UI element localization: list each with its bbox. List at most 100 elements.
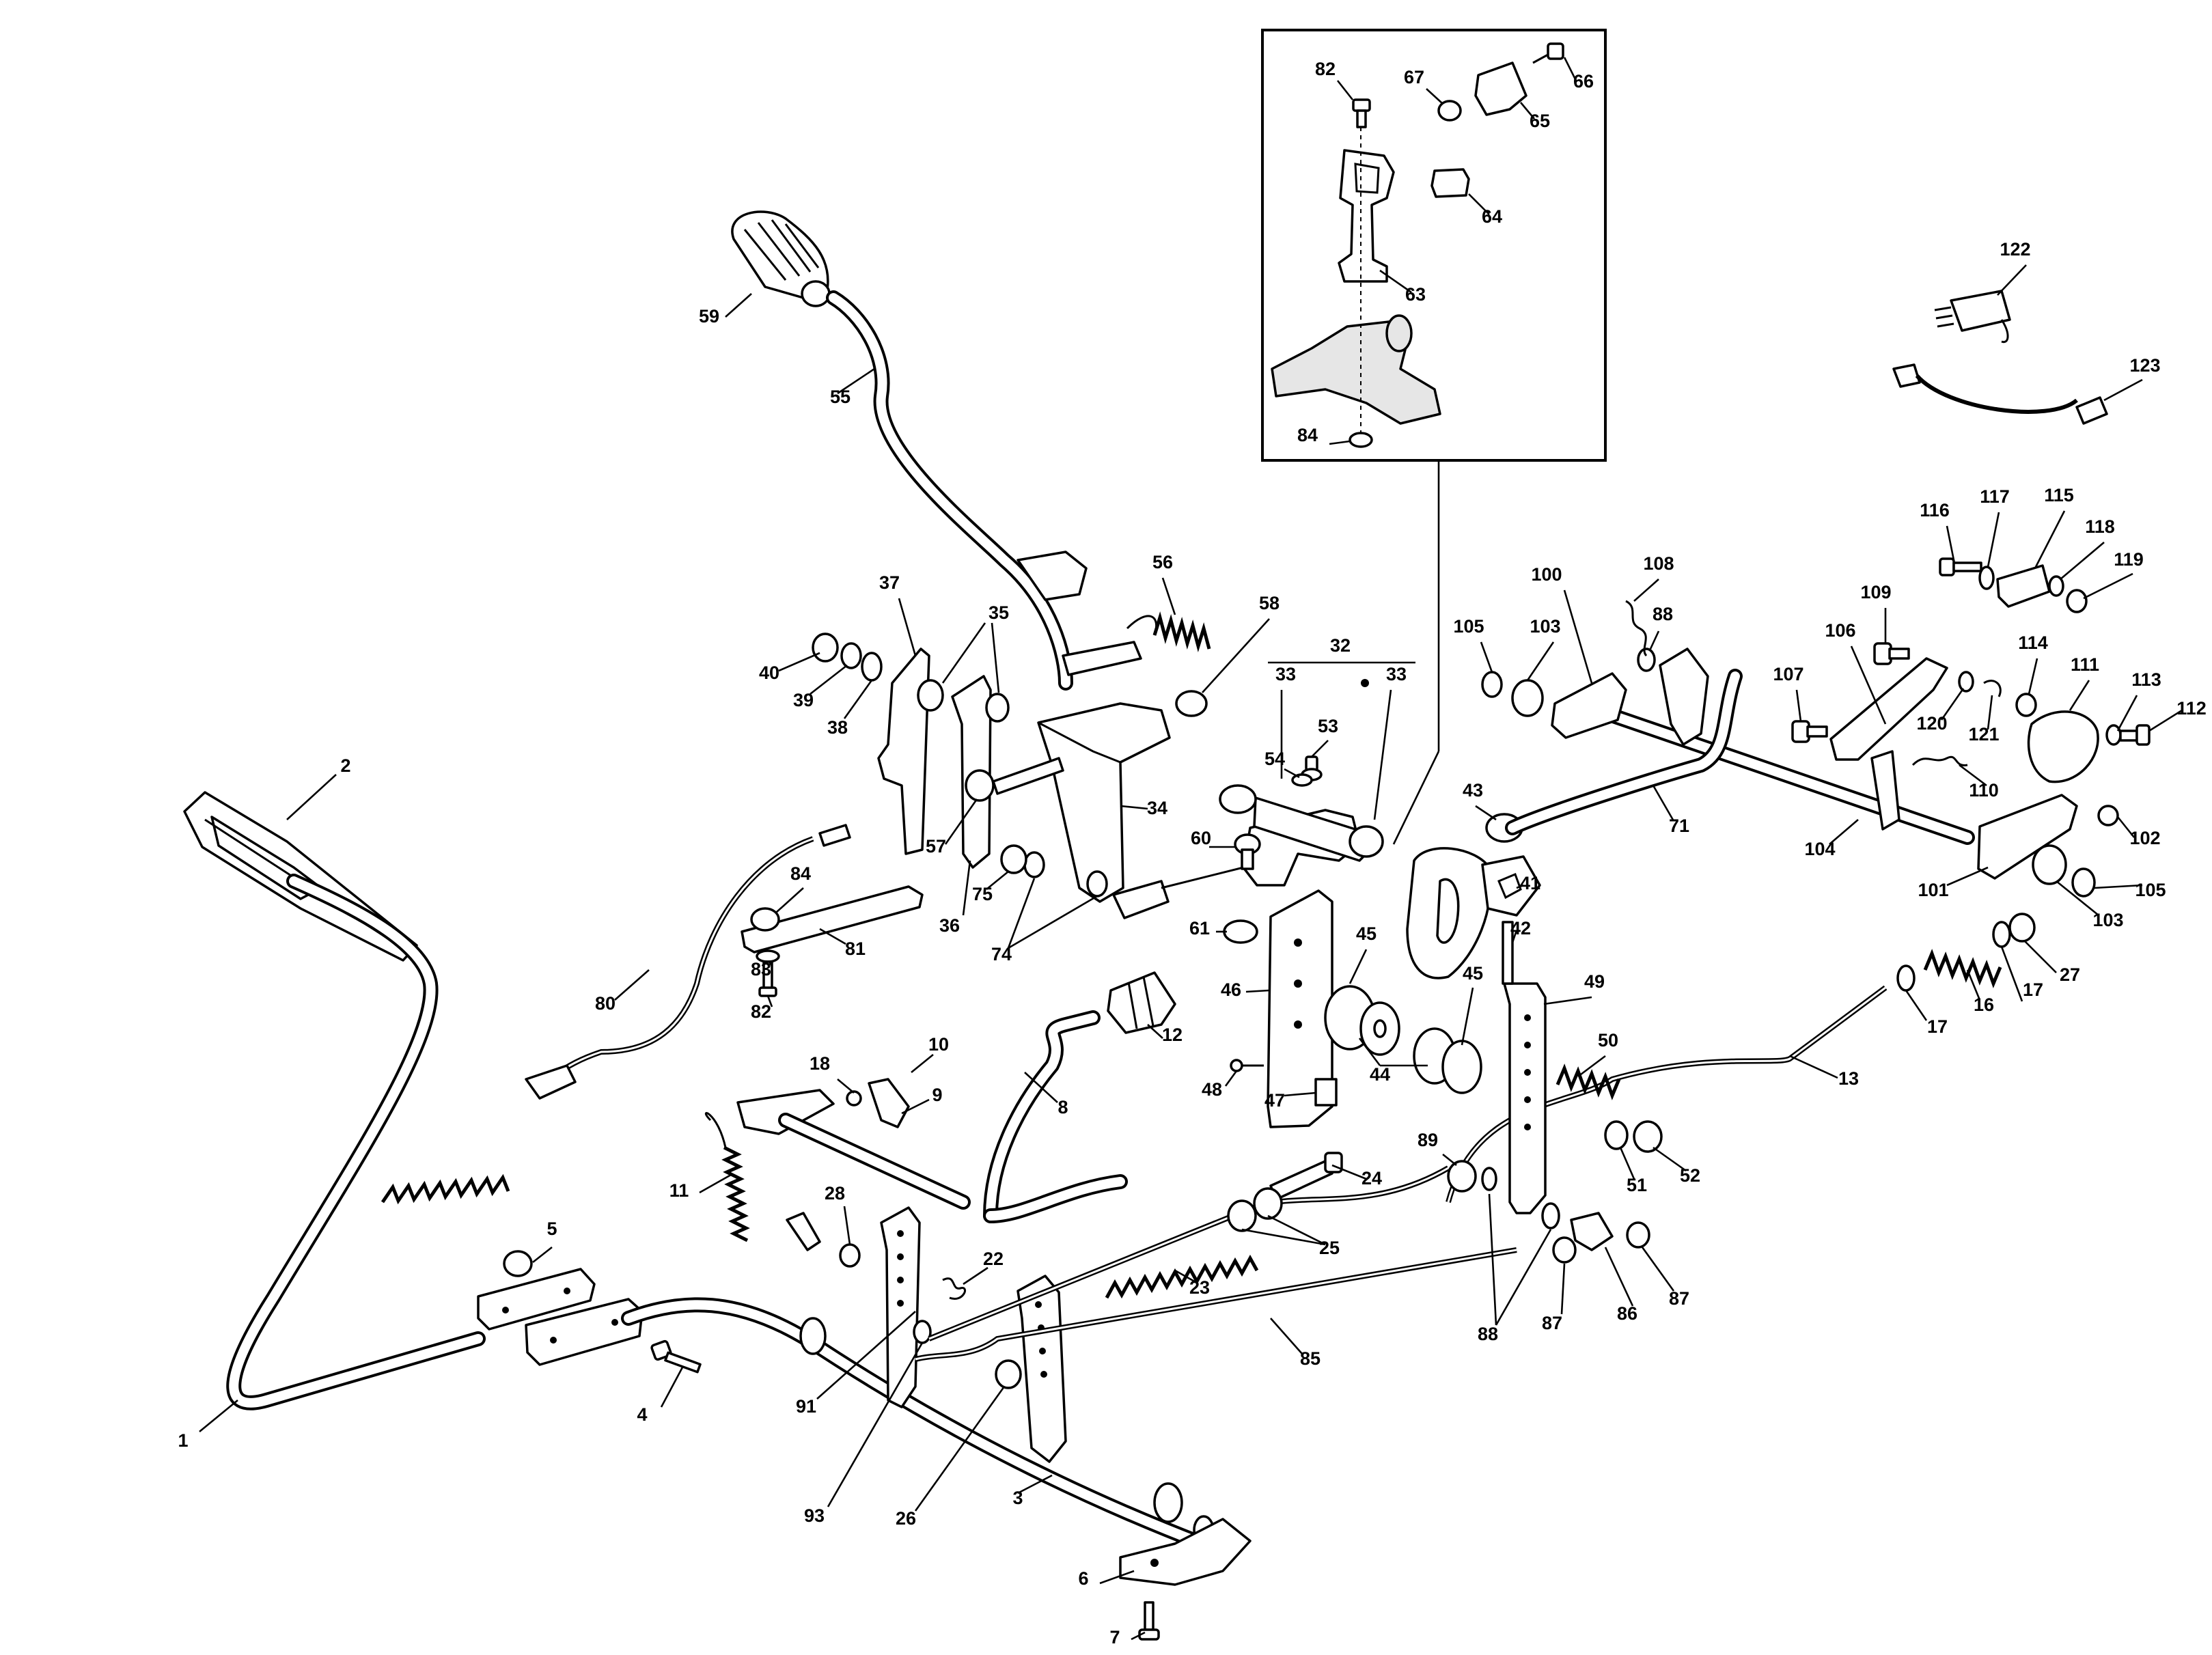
pin-26 — [995, 1359, 1022, 1389]
callout-54: 54 — [1264, 749, 1285, 769]
bracket-106b — [1870, 750, 1900, 831]
washer-74b — [1086, 870, 1108, 898]
callout-121: 121 — [1968, 724, 1999, 745]
callout-26: 26 — [896, 1508, 916, 1529]
nut-52 — [1633, 1120, 1663, 1153]
callout-8: 8 — [1057, 1097, 1068, 1117]
nut-114 — [2015, 693, 2037, 717]
callout-41: 41 — [1520, 873, 1540, 893]
callout-52: 52 — [1680, 1165, 1700, 1186]
plate-1-bracket — [477, 1268, 596, 1331]
callout-2: 2 — [340, 755, 350, 776]
callout-53: 53 — [1318, 716, 1338, 736]
callout-84: 84 — [790, 863, 811, 884]
nut-87a — [1552, 1236, 1577, 1264]
callout-111: 111 — [2071, 654, 2099, 675]
bracket-81 — [741, 885, 924, 954]
callout-7: 7 — [1109, 1627, 1120, 1647]
washer-117 — [1978, 566, 1995, 590]
nut-27 — [2008, 913, 2036, 943]
spring-108 — [1625, 600, 1648, 657]
plate-101 — [1977, 794, 2078, 880]
callout-23: 23 — [1189, 1277, 1210, 1298]
callout-50: 50 — [1598, 1030, 1618, 1051]
callout-84: 84 — [1297, 425, 1318, 445]
bolt-116 — [1939, 557, 1982, 576]
spring-110 — [1911, 755, 1968, 766]
callout-82: 82 — [1315, 59, 1336, 79]
callout-43: 43 — [1463, 780, 1483, 801]
callout-51: 51 — [1627, 1175, 1647, 1195]
callout-85: 85 — [1300, 1348, 1321, 1369]
callout-102: 102 — [2129, 828, 2160, 848]
bolt-60 — [1234, 833, 1261, 870]
callout-57: 57 — [926, 836, 946, 857]
callout-12: 12 — [1162, 1025, 1183, 1045]
callout-38: 38 — [827, 717, 848, 738]
callout-56: 56 — [1152, 552, 1173, 572]
knob-59 — [731, 210, 831, 307]
tube-55 — [1062, 641, 1142, 676]
callout-42: 42 — [1510, 918, 1531, 938]
callout-87: 87 — [1542, 1313, 1562, 1333]
callout-18: 18 — [810, 1053, 830, 1074]
callout-104: 104 — [1804, 839, 1835, 859]
callout-37: 37 — [879, 572, 900, 593]
spring-80 — [381, 1173, 510, 1205]
callout-65: 65 — [1530, 111, 1550, 131]
callout-9: 9 — [932, 1085, 942, 1105]
callout-74: 74 — [991, 944, 1012, 964]
washer-105a — [1481, 671, 1503, 698]
callout-22: 22 — [983, 1249, 1004, 1269]
callout-6: 6 — [1078, 1568, 1088, 1589]
callout-28: 28 — [825, 1183, 845, 1204]
callout-27: 27 — [2060, 964, 2080, 985]
callout-88: 88 — [1653, 604, 1673, 624]
callout-120: 120 — [1916, 713, 1947, 734]
bushing-33a — [1219, 784, 1257, 814]
callout-67: 67 — [1404, 67, 1424, 87]
callout-60: 60 — [1191, 828, 1211, 848]
nut-58 — [1175, 690, 1208, 717]
washer-88a — [1481, 1167, 1497, 1191]
callout-81: 81 — [845, 938, 866, 959]
spring-23 — [1105, 1254, 1259, 1299]
callout-11: 11 — [669, 1180, 689, 1201]
callout-64: 64 — [1482, 206, 1502, 227]
callout-118: 118 — [2085, 516, 2115, 537]
plate-100 — [1551, 672, 1627, 739]
callout-17: 17 — [2023, 979, 2043, 1000]
callout-10: 10 — [928, 1034, 949, 1055]
spring-11 — [721, 1145, 750, 1242]
label-32-bar — [1268, 661, 1415, 820]
bolt-102 — [2097, 805, 2119, 826]
cam-111 — [2027, 710, 2099, 783]
callout-45: 45 — [1463, 963, 1483, 984]
washer-35b — [985, 693, 1010, 723]
callout-3: 3 — [1012, 1488, 1023, 1508]
callout-113: 113 — [2131, 669, 2161, 690]
washer-105b — [2071, 867, 2096, 898]
bracket-65 — [1474, 61, 1527, 116]
washer-17a — [1896, 964, 1916, 992]
washer-51 — [1604, 1120, 1629, 1150]
plate-93 — [880, 1206, 921, 1408]
callout-89: 89 — [1418, 1130, 1438, 1150]
callout-93: 93 — [804, 1505, 825, 1526]
nut-40 — [812, 632, 839, 663]
callout-87: 87 — [1669, 1288, 1689, 1309]
grip-12 — [1107, 971, 1176, 1034]
nut-5 — [503, 1250, 533, 1277]
block-47 — [1314, 1078, 1338, 1107]
washer-93 — [913, 1320, 932, 1344]
callout-122: 122 — [2000, 239, 2030, 260]
callout-4: 4 — [637, 1404, 647, 1425]
callout-61: 61 — [1189, 918, 1210, 938]
leader-lines — [199, 57, 2183, 1641]
spring-50 — [1556, 1063, 1621, 1100]
spring-16 — [1923, 949, 2002, 988]
callout-103: 103 — [1530, 616, 1560, 637]
callout-71: 71 — [1669, 816, 1689, 836]
callout-112: 112 — [2176, 698, 2207, 719]
bolt-107 — [1791, 720, 1828, 743]
